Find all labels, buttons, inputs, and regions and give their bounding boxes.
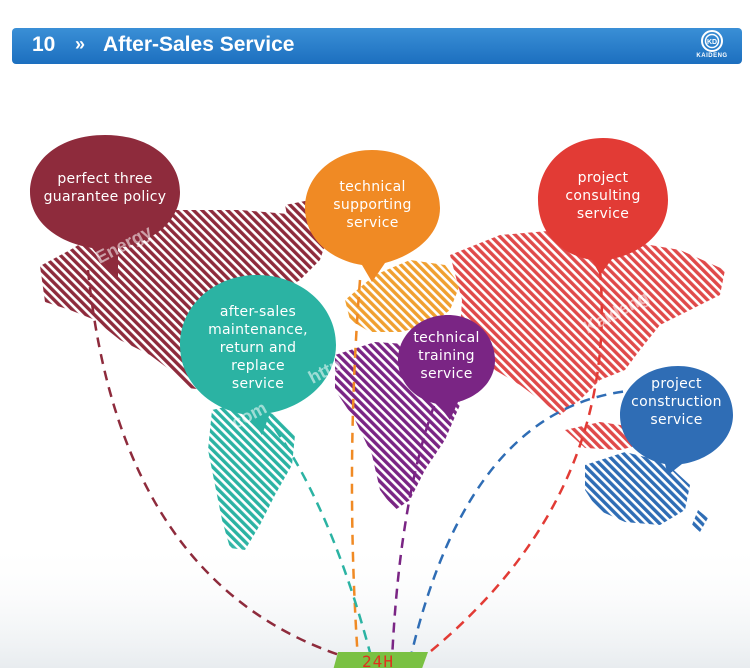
bubble-project-consulting [538,138,668,275]
new-zealand-shape [692,510,708,532]
bubble-text-project-construction: project construction service [631,376,722,428]
arc-blue [408,388,641,661]
badge-24h-shape [333,652,428,668]
kd-circle-logo-icon: KD KAIDENG [695,30,729,62]
section-title: After-Sales Service [103,33,295,56]
arc-maroon [86,269,356,662]
double-chevron-icon: » [75,34,86,54]
arc-orange [350,279,362,661]
bubble-text-technical-training: technical training service [413,330,480,382]
service-map-scene: perfect three guarantee policy technical… [0,70,750,668]
bubble-after-sales [180,275,336,435]
section-header: 10 » After-Sales Service KD KAIDENG [12,28,742,64]
bubble-text-project-consulting: project consulting service [565,170,641,222]
australia-shape [585,452,690,525]
bubble-technical-training [398,315,495,420]
world-map-graphic [0,135,750,668]
bubble-technical-supporting [305,150,440,282]
svg-text:KD: KD [707,39,717,46]
asia-shape [450,230,725,415]
bubble-text-after-sales: after-sales maintenance, return and repl… [208,304,308,392]
south-america-shape [208,402,295,550]
logo-brand-text: KAIDENG [696,53,728,59]
bubble-text-perfect-three: perfect three guarantee policy [43,171,167,205]
badge-24h: 24H [334,651,422,668]
arc-purple [390,389,442,661]
bubble-project-construction [620,366,733,475]
badge-24h-label: 24H [362,652,394,668]
arc-red [419,269,604,661]
arc-teal [264,414,374,661]
bubble-text-technical-supporting: technical supporting service [333,179,412,231]
section-number: 10 [32,33,56,56]
bubble-perfect-three [30,135,180,280]
